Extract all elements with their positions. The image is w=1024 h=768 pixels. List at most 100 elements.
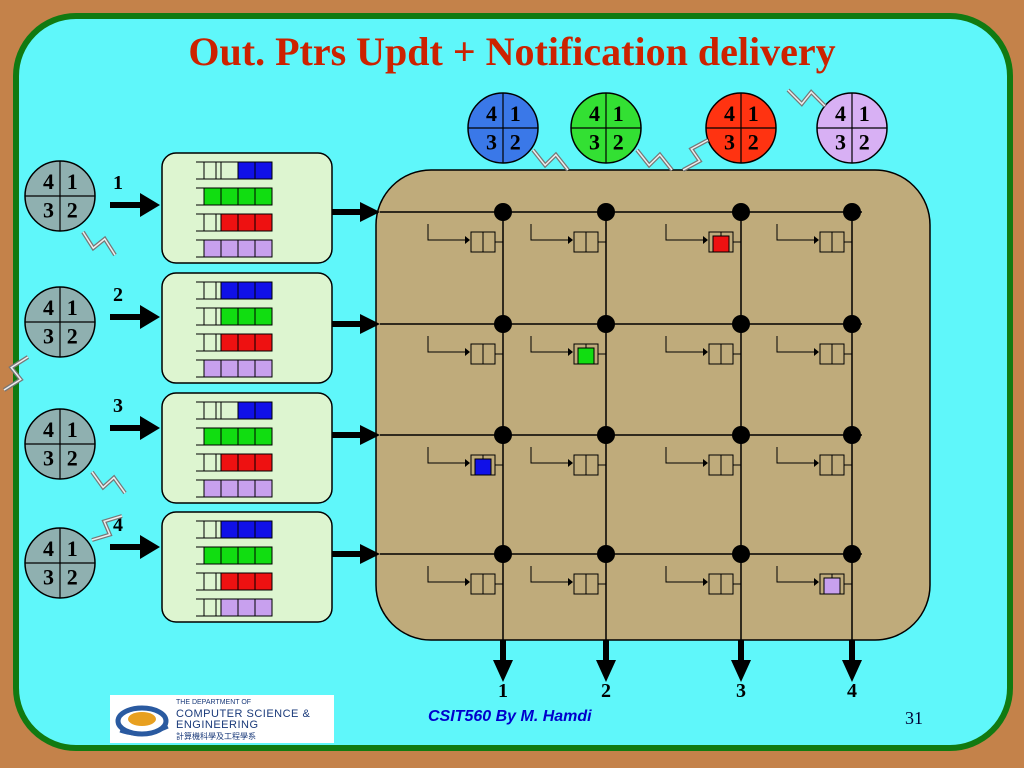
connect-arrow-shaft — [332, 209, 362, 215]
notification-bolt-core — [91, 471, 126, 494]
notification-bolt-core — [532, 149, 569, 171]
voq-slot — [254, 479, 273, 498]
voq-slot — [254, 333, 273, 352]
disk-quadrant-label: 4 — [43, 417, 54, 442]
voq-slot — [237, 401, 256, 420]
disk-quadrant-label: 1 — [67, 417, 78, 442]
input-arrow-head — [140, 416, 160, 440]
output-arrow-shaft — [849, 640, 855, 662]
voq-slot — [254, 281, 273, 300]
output-arrow-shaft — [500, 640, 506, 662]
output-label: 1 — [498, 680, 508, 702]
crosspoint-feed-arrow — [814, 348, 819, 356]
disk-quadrant-label: 2 — [67, 446, 78, 471]
disk-quadrant-label: 2 — [748, 130, 759, 155]
crosspoint-feed-arrow — [703, 578, 708, 586]
disk-quadrant-label: 1 — [748, 101, 759, 126]
disk-quadrant-label: 1 — [67, 295, 78, 320]
voq-panel — [161, 392, 333, 504]
voq-slot — [254, 213, 273, 232]
crosspoint-feed-line — [530, 566, 572, 583]
voq-panel — [161, 152, 333, 264]
connect-arrow-head — [360, 425, 380, 445]
voq-slot — [254, 239, 273, 258]
connect-arrow-head — [360, 544, 380, 564]
voq-slot — [220, 598, 239, 617]
voq-slot — [254, 161, 273, 180]
voq-slot — [220, 307, 239, 326]
crosspoint-feed-arrow — [465, 578, 470, 586]
crosspoint-node — [732, 426, 750, 444]
disk-quadrant-label: 1 — [67, 169, 78, 194]
voq-slot — [237, 598, 256, 617]
output-arrow-head — [842, 660, 862, 682]
voq-slot — [220, 239, 239, 258]
disk-quadrant-label: 2 — [510, 130, 521, 155]
disk-quadrant-label: 4 — [43, 536, 54, 561]
input-arrow-head — [140, 535, 160, 559]
disk-quadrant-label: 1 — [613, 101, 624, 126]
crosspoint-feed-line — [776, 224, 818, 241]
voq-slot — [203, 359, 222, 378]
crosspoint-cell — [712, 235, 730, 253]
voq-slot — [220, 546, 239, 565]
input-arrow-head — [140, 193, 160, 217]
connect-arrow-shaft — [332, 551, 362, 557]
voq-slot — [254, 307, 273, 326]
crosspoint-node — [597, 203, 615, 221]
voq-panel — [161, 272, 333, 384]
crosspoint-feed-arrow — [465, 348, 470, 356]
crosspoint-feed-line — [665, 224, 707, 241]
crosspoint-feed-arrow — [568, 348, 573, 356]
notification-bolt-core — [787, 89, 826, 107]
logo-mark — [115, 705, 169, 737]
crosspoint-feed-line — [530, 447, 572, 464]
voq-slot — [220, 359, 239, 378]
output-label: 4 — [847, 680, 857, 702]
disk-quadrant-label: 3 — [589, 130, 600, 155]
voq-slot — [254, 453, 273, 472]
logo-line-2: COMPUTER SCIENCE & — [176, 708, 311, 720]
logo-line-4: 計算機科學及工程學系 — [176, 732, 256, 741]
crosspoint-feed-line — [665, 447, 707, 464]
logo-line-3: ENGINEERING — [176, 719, 259, 731]
voq-slot — [220, 479, 239, 498]
disk-quadrant-label: 3 — [43, 324, 54, 349]
output-label: 3 — [736, 680, 746, 702]
disk-quadrant-label: 3 — [724, 130, 735, 155]
voq-slot — [203, 427, 222, 446]
crosspoint-cell — [577, 347, 595, 365]
notification-bolt-core — [682, 139, 709, 171]
voq-slot — [254, 427, 273, 446]
department-logo: THE DEPARTMENT OF COMPUTER SCIENCE & ENG… — [110, 695, 334, 743]
voq-slot — [254, 572, 273, 591]
crosspoint-feed-arrow — [465, 459, 470, 467]
crosspoint-feed-arrow — [568, 459, 573, 467]
crosspoint-feed-line — [665, 566, 707, 583]
crosspoint-feed-arrow — [814, 459, 819, 467]
voq-slot — [254, 546, 273, 565]
input-arrow-shaft — [110, 425, 142, 431]
crosspoint-feed-arrow — [703, 459, 708, 467]
disk-quadrant-label: 3 — [486, 130, 497, 155]
footer-credit: CSIT560 By M. Hamdi — [428, 708, 592, 725]
voq-slot — [237, 187, 256, 206]
voq-slot — [254, 598, 273, 617]
voq-slot — [237, 572, 256, 591]
disk-quadrant-label: 2 — [67, 198, 78, 223]
voq-slot — [237, 479, 256, 498]
disk-quadrant-label: 4 — [724, 101, 735, 126]
voq-slot — [203, 546, 222, 565]
crosspoint-node — [732, 545, 750, 563]
voq-slot — [220, 281, 239, 300]
crosspoint-node — [494, 545, 512, 563]
notification-bolt-core — [3, 356, 29, 391]
input-label: 2 — [113, 284, 123, 306]
voq-slot — [237, 239, 256, 258]
voq-slot — [237, 520, 256, 539]
